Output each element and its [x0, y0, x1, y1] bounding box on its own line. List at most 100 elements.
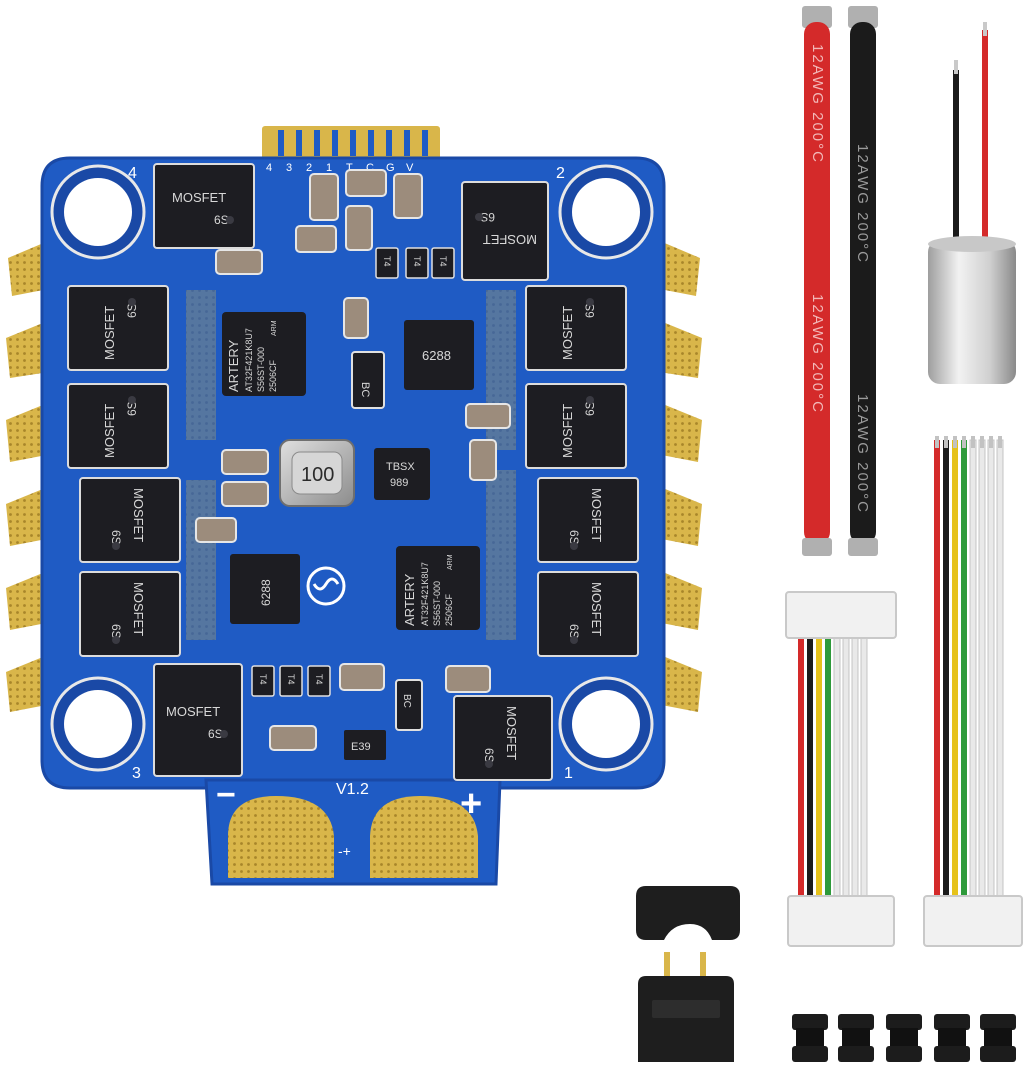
transistor: T4: [279, 665, 303, 697]
mosfet-label: MOSFET: [172, 190, 226, 205]
mcu-part: AT32F421K8U7: [420, 562, 430, 626]
mosfet-cell-label: 6S: [109, 624, 123, 639]
via-fields: [186, 290, 516, 640]
mosfet-cell-label: 6S: [583, 401, 597, 416]
passive-components: [195, 169, 511, 751]
mosfet: MOSFET 6S: [153, 163, 255, 249]
cable-connector: [923, 895, 1023, 947]
motor-number-2: 2: [556, 165, 565, 182]
signal-cable: [923, 439, 1023, 947]
black-wire-label: 12AWG 200°C: [854, 144, 871, 264]
mosfet-cell-label: 6S: [583, 303, 597, 318]
transistor-label: T4: [314, 674, 324, 685]
grommet: [792, 1014, 828, 1062]
regulator-label: TBSX: [386, 461, 415, 473]
transistor: T4: [375, 247, 399, 279]
red-wire-label: 12AWG 200°C: [809, 44, 826, 164]
motor-number-4: 4: [128, 165, 137, 182]
mcu-part: AT32F421K8U7: [244, 328, 254, 392]
xt60-connector: [636, 886, 740, 1062]
mosfet-label: MOSFET: [131, 488, 146, 542]
mosfet-cell-label: 6S: [214, 213, 229, 227]
pin-label: 1: [326, 162, 332, 174]
transistor-label: T4: [438, 256, 448, 267]
connector-body: [638, 976, 734, 1062]
mcu-lot: S56ST-000: [256, 347, 266, 392]
transistor: T4: [307, 665, 331, 697]
brand-logo: [306, 566, 346, 606]
regulator-chip: TBSX 989: [374, 448, 430, 500]
mcu-chip-right: ARTERY AT32F421K8U7 S56ST-000 2506CF ARM: [396, 546, 480, 630]
mosfet-cell-label: 6S: [125, 401, 139, 416]
mosfet-cell-label: 6S: [567, 624, 581, 639]
signal-cables: [785, 436, 1023, 947]
mosfet: MOSFET 6S: [153, 663, 243, 777]
mcu-arm: ARM: [271, 320, 278, 336]
transistor-label: T4: [258, 674, 268, 685]
mosfet-cell-label: 6S: [480, 210, 495, 224]
mosfet-cell-label: 6S: [109, 530, 123, 545]
transistor: T4: [405, 247, 429, 279]
pin-label: 2: [306, 162, 312, 174]
mcu-date: 2506CF: [444, 593, 454, 626]
mosfet: MOSFET 6S: [537, 571, 639, 657]
mosfet-label: MOSFET: [560, 306, 575, 360]
mosfet-label: MOSFET: [589, 582, 604, 636]
pin-label: 3: [286, 162, 292, 174]
signal-cable: [785, 591, 897, 947]
mosfet-label: MOSFET: [166, 704, 220, 719]
inductor: 100: [279, 439, 355, 507]
transistor-label: T4: [412, 256, 422, 267]
mosfet: MOSFET 6S: [525, 285, 627, 371]
cable-connector: [785, 591, 897, 639]
bc-chip-upper: BC: [351, 351, 385, 409]
esc-board: − + -+ 4 2 3 1 4 3 2 1 T C G V: [6, 126, 702, 886]
pin-label: V: [406, 162, 414, 174]
header-pin-labels: 4 3 2 1 T C G V: [266, 162, 414, 174]
cable-connector: [787, 895, 895, 947]
motor-number-3: 3: [132, 765, 141, 782]
bc-chip-lower: BC: [395, 679, 423, 731]
header-fingers: [278, 130, 428, 156]
red-wire-label: 12AWG 200°C: [809, 294, 826, 414]
mosfet: MOSFET 6S: [79, 477, 181, 563]
mosfet-cell-label: 6S: [482, 748, 496, 763]
black-power-wire: 12AWG 200°C 12AWG 200°C: [848, 6, 878, 556]
mosfet-array: MOSFET 6S MOSFET 6S MOSFET 6S MOSFET 6S MOSFET 6S…: [67, 163, 639, 781]
plus-marker: +: [460, 783, 482, 825]
pin-label: C: [366, 162, 374, 174]
mosfet-label: MOSFET: [131, 582, 146, 636]
mosfet-cell-label: 6S: [567, 530, 581, 545]
driver-chip-lower: 6288: [230, 554, 300, 624]
driver-chip-upper: 6288: [404, 320, 474, 390]
battery-minus-pad: [228, 796, 334, 878]
pad-between-marker: -+: [338, 843, 351, 859]
connector-cap: [636, 886, 740, 940]
pin-label: T: [346, 162, 353, 174]
mosfet-cell-label: 6S: [208, 727, 223, 741]
black-wire-label: 12AWG 200°C: [854, 394, 871, 514]
regulator-code: 989: [390, 477, 408, 489]
rubber-grommets: [792, 1014, 1016, 1062]
inductor-label: 100: [301, 464, 334, 486]
e39-chip: E39: [344, 730, 386, 760]
e39-label: E39: [351, 741, 371, 753]
grommet: [980, 1014, 1016, 1062]
mcu-brand: ARTERY: [226, 339, 241, 392]
mcu-date: 2506CF: [268, 359, 278, 392]
transistor-label: T4: [286, 674, 296, 685]
bc-label: BC: [359, 382, 371, 397]
grommet: [886, 1014, 922, 1062]
red-power-wire: 12AWG 200°C 12AWG 200°C: [802, 6, 832, 556]
capacitor: [928, 22, 1016, 384]
minus-marker: −: [216, 776, 236, 814]
transistor: T4: [431, 247, 455, 279]
grommet: [838, 1014, 874, 1062]
pin-label: 4: [266, 162, 272, 174]
